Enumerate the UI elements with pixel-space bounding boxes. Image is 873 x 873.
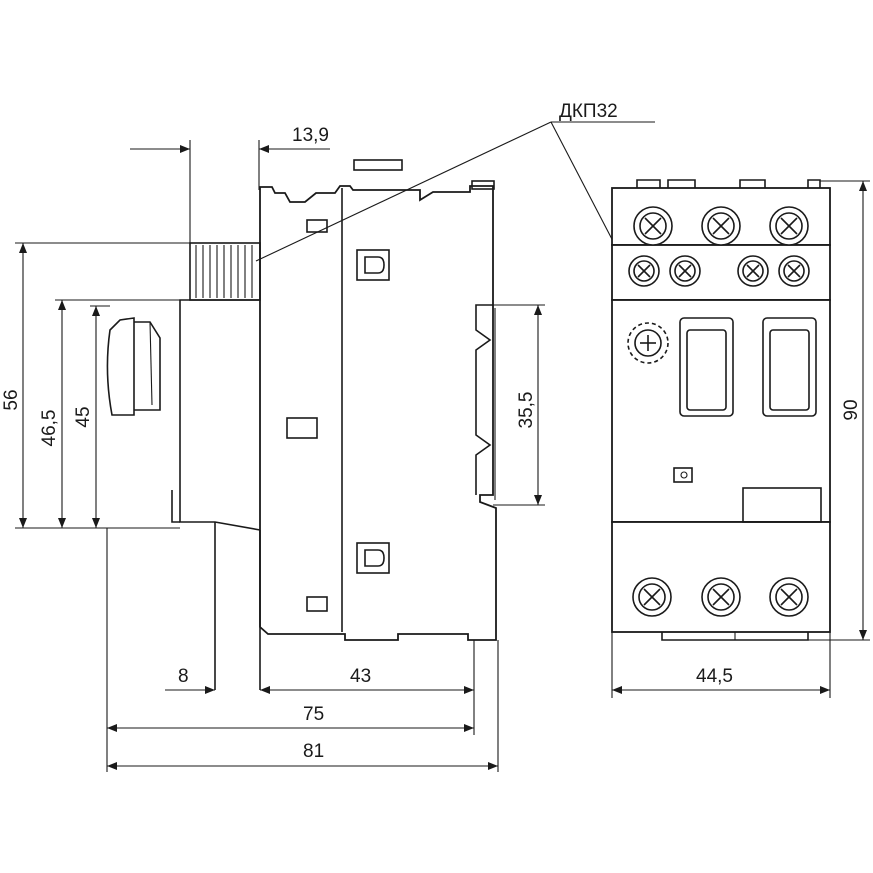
screw-icon-strip-3 bbox=[737, 255, 769, 287]
side-housing bbox=[259, 185, 497, 641]
front-view bbox=[611, 179, 831, 641]
dimension-56: 56 bbox=[1, 242, 190, 529]
dim-56-label: 56 bbox=[1, 389, 22, 410]
dimension-44-5: 44,5 bbox=[611, 632, 831, 698]
side-front-face bbox=[179, 299, 261, 531]
dim-35-5-label: 35,5 bbox=[516, 392, 537, 429]
dim-46-5-label: 46,5 bbox=[39, 410, 60, 447]
dimension-81: 81 bbox=[107, 640, 499, 772]
status-indicator-icon bbox=[673, 467, 693, 483]
front-label-plate bbox=[742, 487, 822, 523]
dim-43-label: 43 bbox=[350, 666, 371, 687]
screw-icon-top-2 bbox=[701, 206, 741, 246]
side-slot-mid bbox=[286, 417, 318, 439]
screw-icon-strip-1 bbox=[628, 255, 660, 287]
screw-icon-top-3 bbox=[769, 206, 809, 246]
side-terminal-top bbox=[356, 249, 390, 281]
side-slot-bottom bbox=[306, 596, 328, 612]
dim-90-label: 90 bbox=[841, 399, 862, 420]
side-view bbox=[106, 159, 497, 690]
side-top-accessory bbox=[353, 159, 403, 171]
dim-13-9-label: 13,9 bbox=[292, 125, 329, 146]
front-top-tabs bbox=[636, 179, 821, 188]
start-button bbox=[679, 317, 734, 417]
stop-button bbox=[762, 317, 817, 417]
side-terminal-bottom bbox=[356, 542, 390, 574]
adjust-dial-icon bbox=[627, 322, 669, 364]
screw-icon-bottom-3 bbox=[769, 577, 809, 617]
dimension-13-9: 13,9 bbox=[130, 125, 330, 243]
leader-to-side-view bbox=[255, 121, 552, 262]
dimension-75: 75 bbox=[106, 528, 474, 772]
side-top-boss bbox=[471, 180, 495, 190]
dim-75-label: 75 bbox=[303, 704, 324, 725]
screw-icon-bottom-1 bbox=[632, 577, 672, 617]
leader-to-front-view bbox=[550, 121, 616, 246]
side-contact-block bbox=[189, 242, 261, 301]
screw-icon-top-1 bbox=[633, 206, 673, 246]
dimension-35-5: 35,5 bbox=[493, 304, 545, 506]
dimension-90: 90 bbox=[808, 180, 870, 641]
dimension-43: 43 bbox=[260, 640, 475, 735]
screw-icon-bottom-2 bbox=[701, 577, 741, 617]
dim-44-5-label: 44,5 bbox=[696, 666, 733, 687]
dim-45-label: 45 bbox=[73, 406, 94, 427]
dimension-45: 45 bbox=[73, 305, 110, 528]
side-contact-ribs bbox=[195, 245, 253, 298]
part-label: ДКП32 bbox=[559, 101, 618, 122]
dimension-46-5: 46,5 bbox=[39, 299, 180, 528]
dimension-8: 8 bbox=[165, 666, 215, 694]
side-din-notch bbox=[475, 304, 493, 495]
part-callout: ДКП32 bbox=[255, 101, 655, 262]
dim-8-label: 8 bbox=[178, 666, 189, 687]
side-toggle-handle bbox=[106, 317, 161, 416]
side-base-plate bbox=[171, 490, 261, 690]
dim-81-label: 81 bbox=[303, 741, 324, 762]
screw-icon-strip-4 bbox=[778, 255, 810, 287]
screw-icon-strip-2 bbox=[669, 255, 701, 287]
